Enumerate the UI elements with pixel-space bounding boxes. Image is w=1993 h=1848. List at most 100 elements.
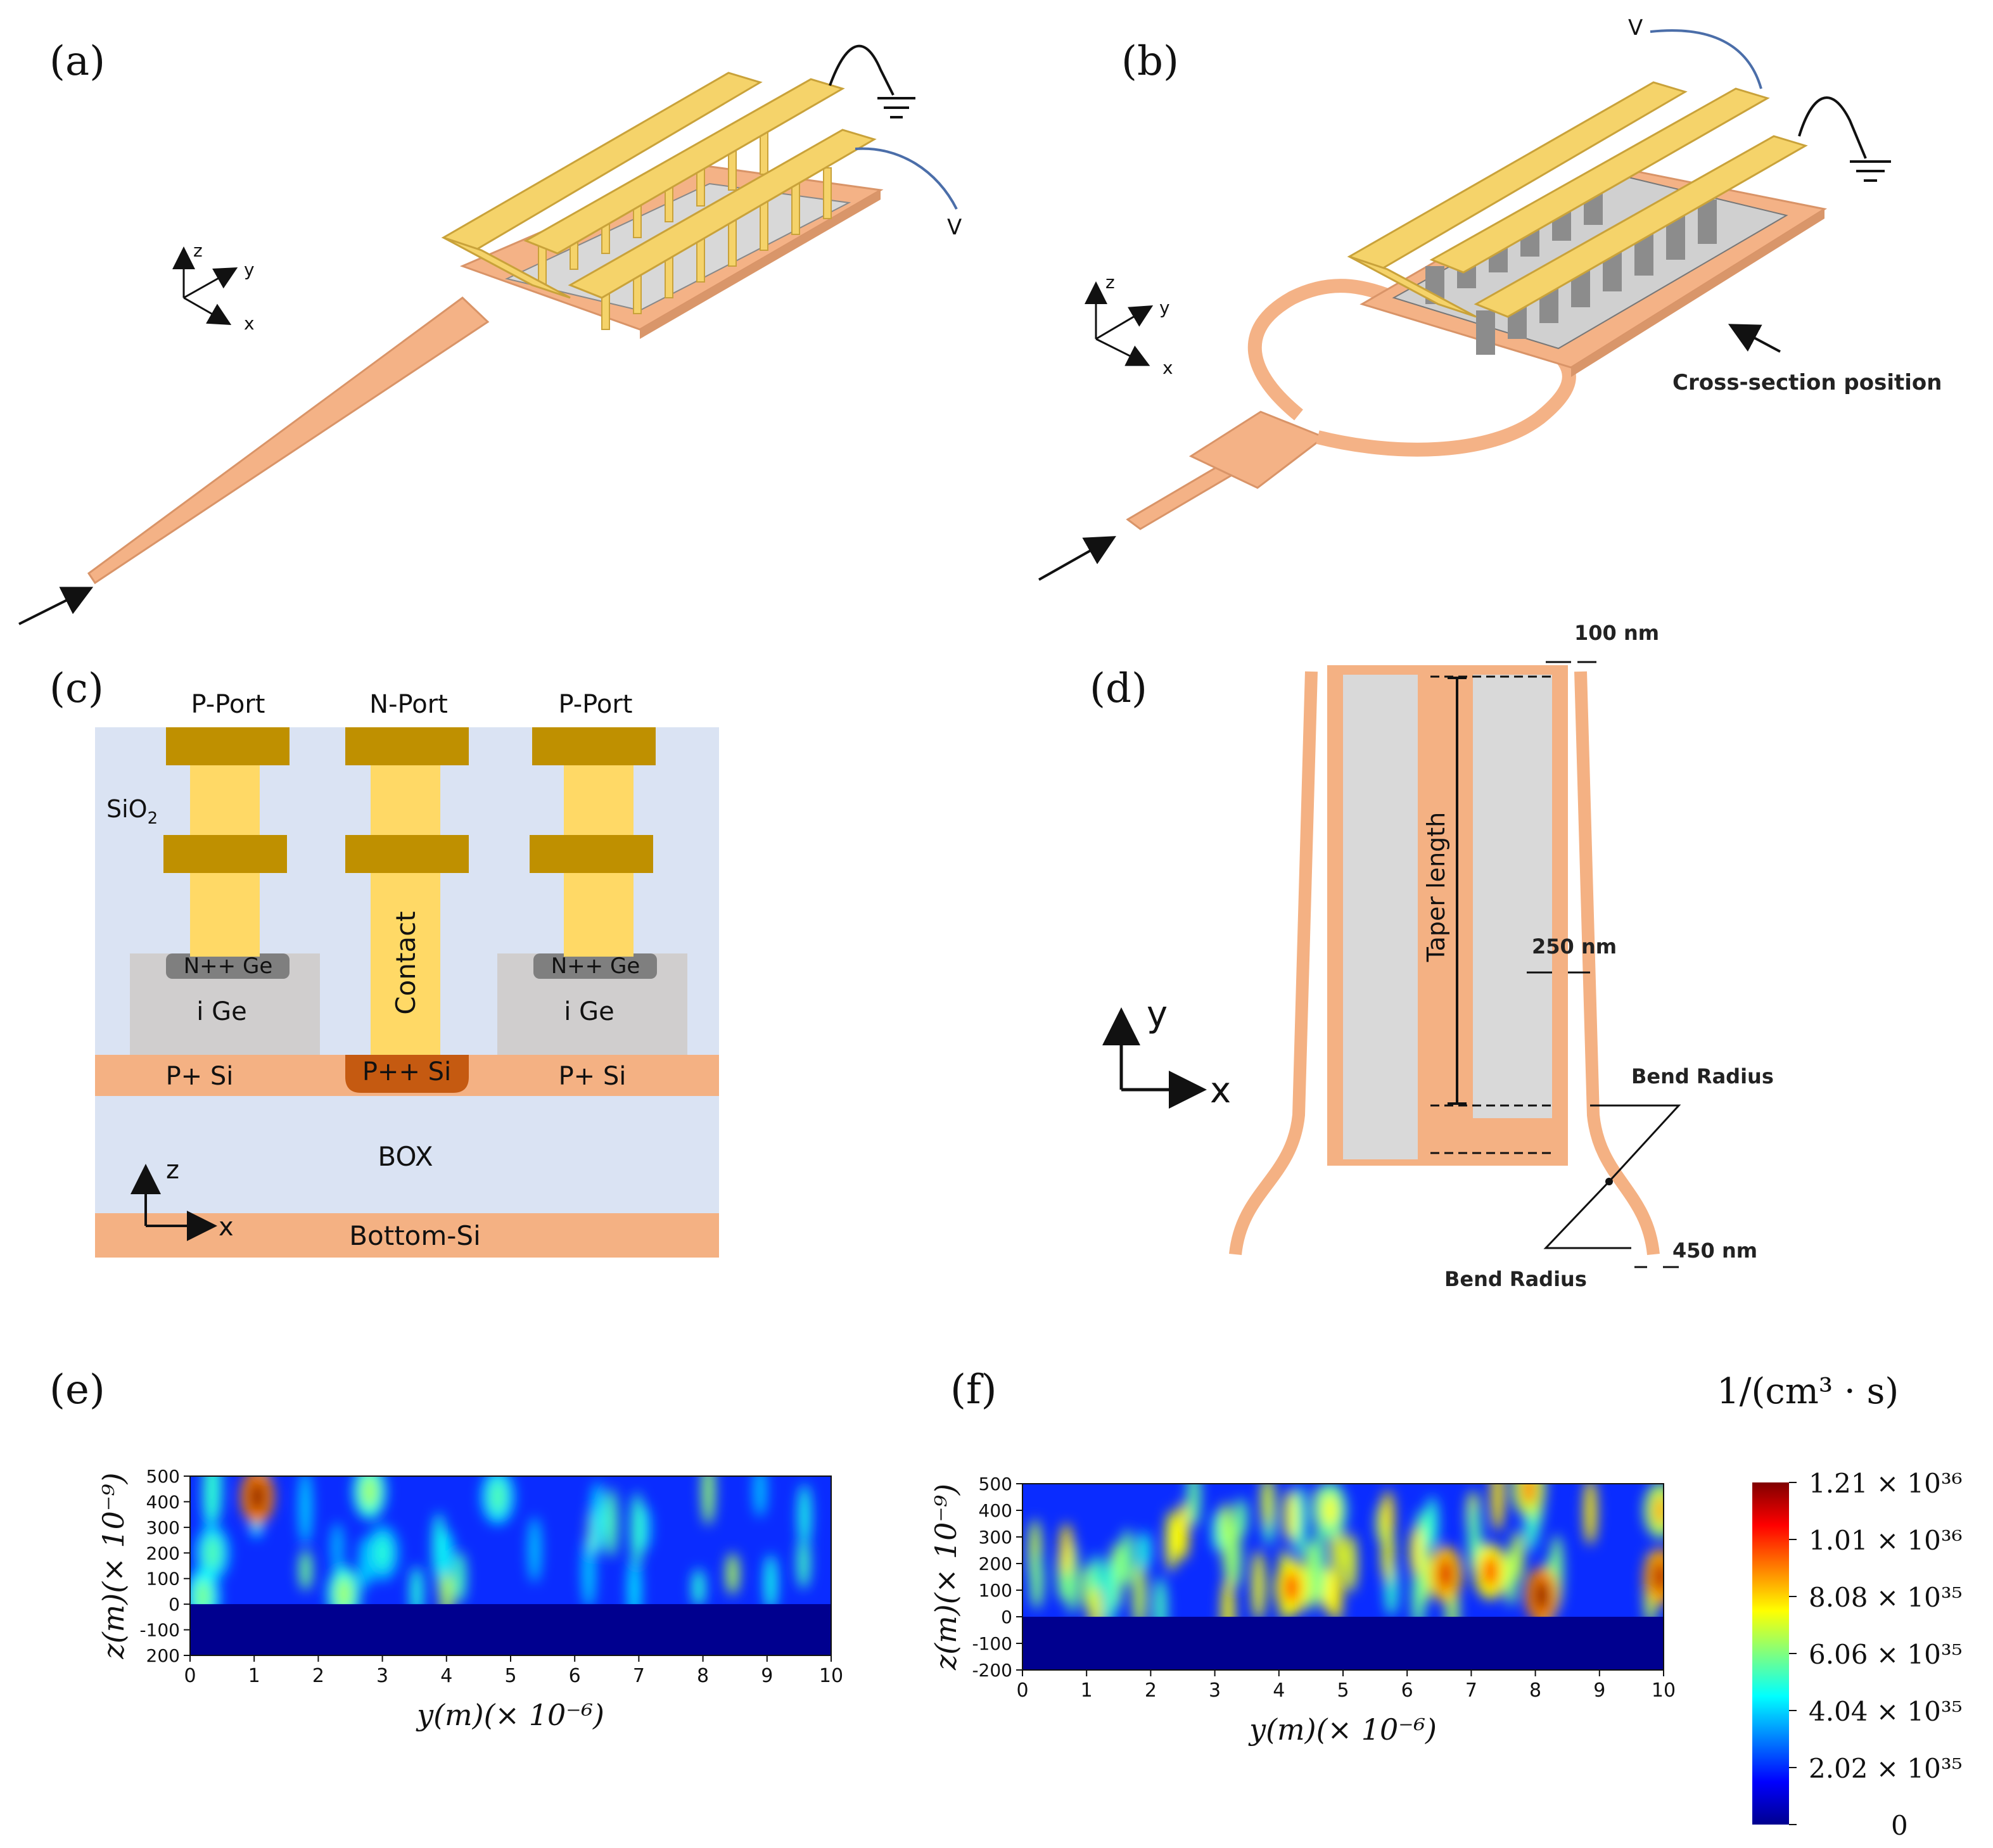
metal-electrodes (441, 72, 877, 299)
heatmap-streak (1491, 1484, 1505, 1532)
bend-radius-2: Bend Radius (1444, 1267, 1587, 1291)
x-tick-label: 3 (376, 1665, 388, 1687)
port-label-3: P-Port (559, 690, 633, 719)
heatmap-hotspot-core (336, 1577, 352, 1610)
y-tick-label: 0 (169, 1594, 180, 1615)
panel-f-label: (f) (950, 1367, 997, 1413)
heatmap-hotspot-core (1652, 1560, 1664, 1593)
colorbar-tick-label: 1.01 × 10³⁶ (1809, 1525, 1963, 1556)
heatmap-streak (528, 1516, 541, 1583)
dim-450nm: 450 nm (1672, 1239, 1757, 1263)
port-label-1: P-Port (191, 690, 265, 719)
voltage-label-a: V (947, 215, 962, 240)
ground-icon-b (1850, 160, 1891, 182)
heatmap-streak (692, 1569, 705, 1607)
x-tick-label: 4 (1273, 1679, 1285, 1702)
x-tick-label: 5 (504, 1665, 516, 1687)
heatmap-streak (702, 1476, 715, 1526)
heatmap-hotspot-core (1437, 1557, 1453, 1591)
splitter-upper-arm (1247, 279, 1397, 421)
dim-250nm: 250 nm (1532, 934, 1617, 959)
n-ge-label-left: N++ Ge (184, 953, 272, 979)
heatmap-hotspot-core (1521, 1484, 1537, 1506)
x-tick-label: 0 (184, 1665, 196, 1687)
panel-d-label: (d) (1090, 665, 1147, 712)
colorbar-tick-label: 6.06 × 10³⁵ (1809, 1639, 1963, 1670)
y-tick-label: -100 (139, 1620, 180, 1641)
heatmap-streak (1133, 1560, 1146, 1630)
heatmap-hotspot-core (1652, 1494, 1664, 1527)
axes-triad-a (172, 246, 238, 325)
y-tick-label: 200 (146, 1543, 180, 1564)
heatmap-streak (1219, 1502, 1233, 1547)
x-tick-label: 2 (1145, 1679, 1157, 1702)
heatmap-streak (1228, 1527, 1242, 1588)
cross-section-label: Cross-section position (1672, 370, 1942, 395)
x-tick-label: 6 (1401, 1679, 1413, 1702)
axes-c (131, 1164, 217, 1241)
y-tick-label: 500 (979, 1474, 1012, 1494)
heatmap-streak (1234, 1498, 1247, 1538)
heatmap-hotspot-core (1284, 1571, 1300, 1604)
cross-section-arrow (1728, 324, 1781, 353)
heatmap-streak (753, 1476, 767, 1517)
ground-icon (877, 97, 915, 118)
y-tick-label: -200 (972, 1660, 1012, 1681)
y-tick-label: 100 (979, 1580, 1012, 1601)
colorbar-tick-label: 1.21 × 10³⁶ (1809, 1468, 1963, 1499)
via-mid (371, 754, 440, 1055)
port-label-2: N-Port (369, 690, 448, 719)
panel-a: (a) V (18, 38, 962, 625)
colorbar-tick-label: 8.08 × 10³⁵ (1809, 1582, 1963, 1613)
taper-waveguide (87, 296, 490, 585)
metal-electrodes-b (1347, 81, 1808, 318)
x-tick-label: 4 (440, 1665, 452, 1687)
left-arm (1229, 671, 1318, 1256)
x-tick-label: 0 (1016, 1679, 1028, 1702)
metal-pads (163, 727, 656, 873)
heatmap-hotspot-core (362, 1476, 378, 1508)
svg-text:z: z (166, 1156, 179, 1185)
heatmap-streak (1411, 1563, 1425, 1629)
panel-c-label: (c) (49, 665, 104, 712)
x-tick-label: 9 (1593, 1679, 1605, 1702)
panel-d: (d) Taper length 100 nm 250 nm Bend Radi… (1090, 621, 1774, 1291)
voltage-wire (855, 147, 958, 210)
heatmap-streak (1284, 1489, 1297, 1542)
svg-text:z: z (1105, 272, 1115, 293)
box-label: BOX (378, 1141, 433, 1172)
panel-b-label: (b) (1121, 38, 1179, 85)
x-tick-label: 3 (1209, 1679, 1221, 1702)
x-tick-label: 7 (1465, 1679, 1477, 1702)
heatmap-streak (630, 1492, 644, 1567)
heatmap-streak (298, 1476, 312, 1545)
box-layer (95, 1096, 719, 1213)
heatmap-hotspot-core (490, 1480, 506, 1513)
panel-b: (b) V Cross-section pos (1038, 15, 1942, 581)
y-tick-label: 0 (1001, 1607, 1012, 1628)
x-tick-label: 9 (761, 1665, 773, 1687)
svg-text:y: y (244, 259, 255, 280)
x-tick-label: 10 (819, 1665, 843, 1687)
x-tick-label: 8 (697, 1665, 709, 1687)
svg-text:y: y (1159, 297, 1170, 318)
heatmap-hotspot-core (374, 1536, 390, 1570)
axes-triad-b (1085, 281, 1154, 366)
y-tick-label: 200 (979, 1553, 1012, 1574)
heatmap-streak (1294, 1485, 1307, 1558)
si-label-3: P+ Si (559, 1062, 627, 1091)
heatmap-streak (331, 1522, 344, 1572)
ground-wire-b (1798, 96, 1867, 159)
heatmap-streak (1137, 1531, 1150, 1571)
bend-radius-1: Bend Radius (1631, 1064, 1774, 1088)
heatmap-substrate (1022, 1617, 1664, 1670)
y-tick-label: 500 (146, 1466, 180, 1487)
colorbar-tick-label: 4.04 × 10³⁵ (1809, 1696, 1963, 1727)
heatmap-streak (1425, 1496, 1439, 1550)
heatmap-streak (1511, 1531, 1524, 1582)
n-ge-left (166, 953, 290, 979)
heatmap-streak (591, 1482, 604, 1555)
